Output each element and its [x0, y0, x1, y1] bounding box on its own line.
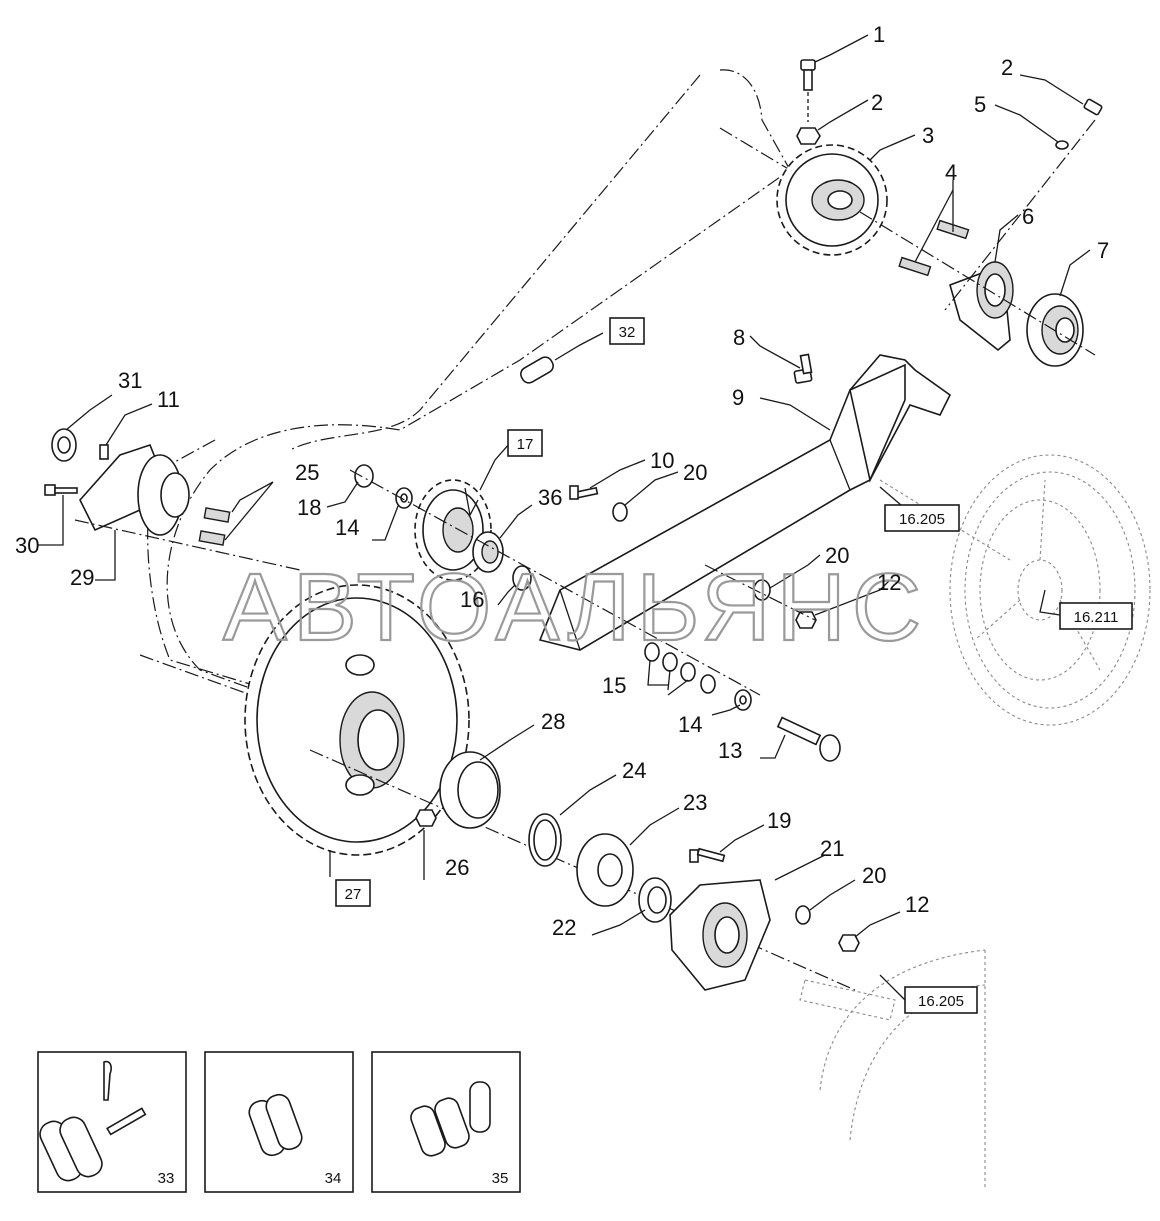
- callout-31: 31: [118, 368, 142, 393]
- callout-18: 18: [297, 495, 321, 520]
- carriage-bolt-13: [776, 716, 841, 762]
- circlip-24: [528, 813, 562, 867]
- callout-12: 12: [877, 570, 901, 595]
- washer-20-upper: [612, 502, 628, 522]
- inset-34: 34: [204, 1051, 354, 1193]
- callout-15: 15: [602, 673, 626, 698]
- nut-2: [796, 127, 821, 145]
- rotor-housing: [799, 949, 986, 1190]
- frame-arm-9: [538, 354, 952, 651]
- washer-31: [51, 428, 77, 462]
- bearing-housing-6: [949, 261, 1014, 352]
- spacer-23: [576, 833, 634, 907]
- bolt-2-right: [1083, 98, 1103, 116]
- callout-16: 16: [460, 587, 484, 612]
- washer-5: [1055, 140, 1069, 150]
- bushing-28: [439, 751, 501, 829]
- callout-26: 26: [445, 855, 469, 880]
- ref-box-17: 17: [517, 436, 534, 453]
- flange-bearing-21: [669, 879, 771, 991]
- callout-19: 19: [767, 808, 791, 833]
- bolt-30: [44, 484, 78, 496]
- callout-4: 4: [945, 160, 957, 185]
- callout-2: 2: [1001, 55, 1013, 80]
- key-4: [898, 219, 970, 277]
- callout-22: 22: [552, 915, 576, 940]
- nut-12-upper: [795, 611, 817, 629]
- key-25: [198, 507, 231, 546]
- seal-22: [638, 877, 672, 923]
- callout-5: 5: [974, 92, 986, 117]
- ref-box-16-211: 16.211: [1074, 609, 1119, 626]
- bolt-1: [800, 59, 816, 122]
- callout-21: 21: [820, 836, 844, 861]
- inset-33: 33: [37, 1051, 187, 1193]
- callout-36: 36: [538, 485, 562, 510]
- watermark: АВТОАЛЬЯНС: [223, 554, 927, 661]
- bolt-11: [99, 444, 109, 460]
- callout-28: 28: [541, 709, 565, 734]
- callout-20: 20: [683, 460, 707, 485]
- nut-26: [415, 809, 437, 827]
- callout-2: 2: [871, 90, 883, 115]
- sprocket-3: [776, 144, 888, 256]
- callout-20: 20: [862, 863, 886, 888]
- callout-24: 24: [622, 758, 646, 783]
- callout-10: 10: [650, 448, 674, 473]
- plate-29: [79, 444, 190, 536]
- callout-11: 11: [157, 387, 180, 412]
- ref-box-16-205: 16.205: [918, 993, 964, 1010]
- callout-labels: 1 2 2 3 4 5 6 7 8 9 10 11 12 12 13 14 14…: [15, 22, 1109, 940]
- callout-12: 12: [905, 892, 929, 917]
- bolt-8: [793, 353, 813, 384]
- callout-23: 23: [683, 790, 707, 815]
- inset-label-33: 33: [158, 1170, 175, 1187]
- callout-7: 7: [1097, 238, 1109, 263]
- connector-link-32: [520, 356, 554, 384]
- nut-12-lower: [838, 934, 860, 952]
- callout-8: 8: [733, 325, 745, 350]
- callout-1: 1: [873, 22, 885, 47]
- inset-35: 35: [371, 1051, 521, 1193]
- washer-14-upper: [395, 487, 413, 509]
- ref-box-16-205: 16.205: [899, 511, 945, 528]
- small-sprocket: [414, 479, 492, 581]
- callout-9: 9: [732, 385, 744, 410]
- callout-6: 6: [1022, 204, 1034, 229]
- callout-3: 3: [922, 123, 934, 148]
- nut-18: [354, 464, 374, 488]
- ref-box-32: 32: [619, 324, 636, 341]
- inset-label-34: 34: [325, 1170, 342, 1187]
- callout-20: 20: [825, 543, 849, 568]
- inset-label-35: 35: [492, 1170, 509, 1187]
- callout-13: 13: [718, 738, 742, 763]
- callout-14: 14: [678, 712, 702, 737]
- shaft-16: [512, 565, 532, 591]
- callout-14: 14: [335, 515, 359, 540]
- callout-30: 30: [15, 533, 39, 558]
- callout-25: 25: [295, 460, 319, 485]
- callout-29: 29: [70, 565, 94, 590]
- ref-box-27: 27: [345, 886, 362, 903]
- washer-20-lower: [795, 905, 811, 925]
- boxed-reference-labels: 32 17 27 16.205 16.211 16.205: [335, 317, 1133, 1014]
- leader-lines: [38, 34, 1091, 1001]
- washers-15: [644, 642, 716, 694]
- large-sprocket-27: [244, 584, 470, 856]
- bolt-10: [569, 485, 599, 500]
- bolt-19: [689, 847, 726, 863]
